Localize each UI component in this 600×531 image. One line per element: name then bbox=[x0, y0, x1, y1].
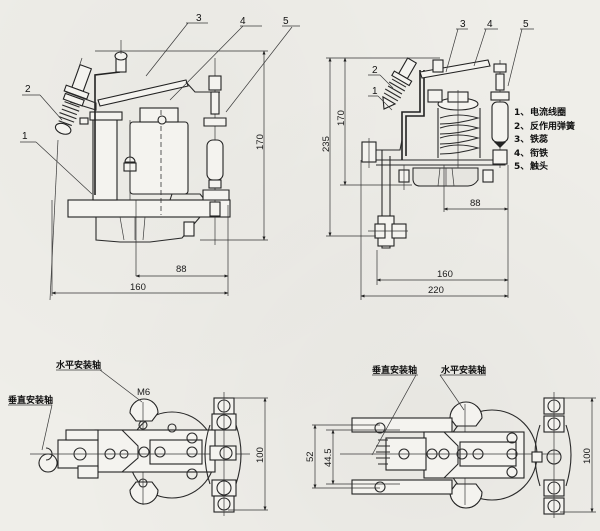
plan-view-right: 垂直安装轴 水平安装轴 52 44.5 100 bbox=[305, 364, 596, 518]
side-spring-coil bbox=[437, 91, 481, 158]
plan-right-dim-100: 100 bbox=[582, 448, 593, 464]
side-contact bbox=[490, 60, 510, 168]
reaction-spring bbox=[54, 64, 93, 135]
coil-column bbox=[92, 117, 118, 201]
legend-item: 1、电流线圈 bbox=[514, 108, 567, 118]
side-callout-4: 4 bbox=[487, 19, 493, 30]
front-dimensions: 170 88 160 bbox=[51, 50, 268, 296]
front-dim-160: 160 bbox=[130, 282, 146, 293]
side-dim-160: 160 bbox=[437, 269, 453, 280]
side-reaction-spring bbox=[382, 57, 418, 110]
front-callout-5: 5 bbox=[283, 16, 289, 27]
contact-assembly bbox=[202, 58, 230, 245]
side-dim-235: 235 bbox=[321, 136, 332, 152]
side-dim-220: 220 bbox=[428, 285, 444, 296]
side-callout-5: 5 bbox=[523, 19, 529, 30]
front-callout-4: 4 bbox=[240, 16, 246, 27]
parts-legend: 1、电流线圈 2、反作用弹簧 3、铁蕊 4、衔铁 5、触头 bbox=[514, 107, 575, 175]
base-plate bbox=[67, 199, 231, 218]
side-callout-1: 1 bbox=[372, 86, 378, 97]
front-callouts: 3 4 5 2 1 bbox=[20, 13, 300, 195]
coil-body bbox=[129, 121, 189, 195]
plan-right-terminal bbox=[531, 392, 572, 518]
plan-view-left: 水平安装轴 M6 垂直安装轴 100 bbox=[8, 359, 268, 516]
plan-right-vertical-axis-label: 垂直安装轴 bbox=[372, 364, 417, 376]
plan-right-dim-44-5: 44.5 bbox=[323, 449, 334, 468]
side-dim-88: 88 bbox=[470, 198, 481, 209]
plan-left-dim-100: 100 bbox=[255, 447, 266, 463]
side-dimensions: 170 235 88 160 220 bbox=[321, 57, 509, 300]
legend-item: 5、触头 bbox=[514, 162, 549, 172]
side-callout-3: 3 bbox=[460, 19, 466, 30]
front-callout-3: 3 bbox=[196, 13, 202, 24]
plan-left-m6-label: M6 bbox=[137, 387, 150, 398]
side-base-block bbox=[412, 167, 479, 187]
side-callout-2: 2 bbox=[372, 65, 378, 76]
plan-right-horizontal-axis-label: 水平安装轴 bbox=[441, 364, 486, 376]
side-armature-lever bbox=[419, 59, 491, 79]
front-callout-2: 2 bbox=[25, 84, 31, 95]
side-view: 3 4 5 2 1 170 235 88 160 220 bbox=[321, 19, 534, 300]
plan-left-vertical-axis-label: 垂直安装轴 bbox=[8, 394, 53, 406]
side-dim-170: 170 bbox=[336, 110, 347, 126]
front-dim-height: 170 bbox=[255, 134, 266, 150]
front-dim-88: 88 bbox=[176, 264, 187, 275]
legend-item: 4、衔铁 bbox=[514, 148, 549, 159]
front-callout-1: 1 bbox=[22, 131, 28, 142]
plan-right-dim-52: 52 bbox=[305, 451, 316, 462]
armature-lever bbox=[97, 79, 189, 107]
front-view: 3 4 5 2 1 170 88 160 bbox=[20, 13, 300, 301]
legend-item: 3、铁蕊 bbox=[514, 135, 549, 145]
legend-item: 2、反作用弹簧 bbox=[514, 121, 576, 132]
side-callouts: 3 4 5 2 1 bbox=[368, 19, 534, 111]
plan-left-terminal bbox=[204, 392, 242, 516]
plan-left-horizontal-axis-label: 水平安装轴 bbox=[56, 359, 101, 371]
